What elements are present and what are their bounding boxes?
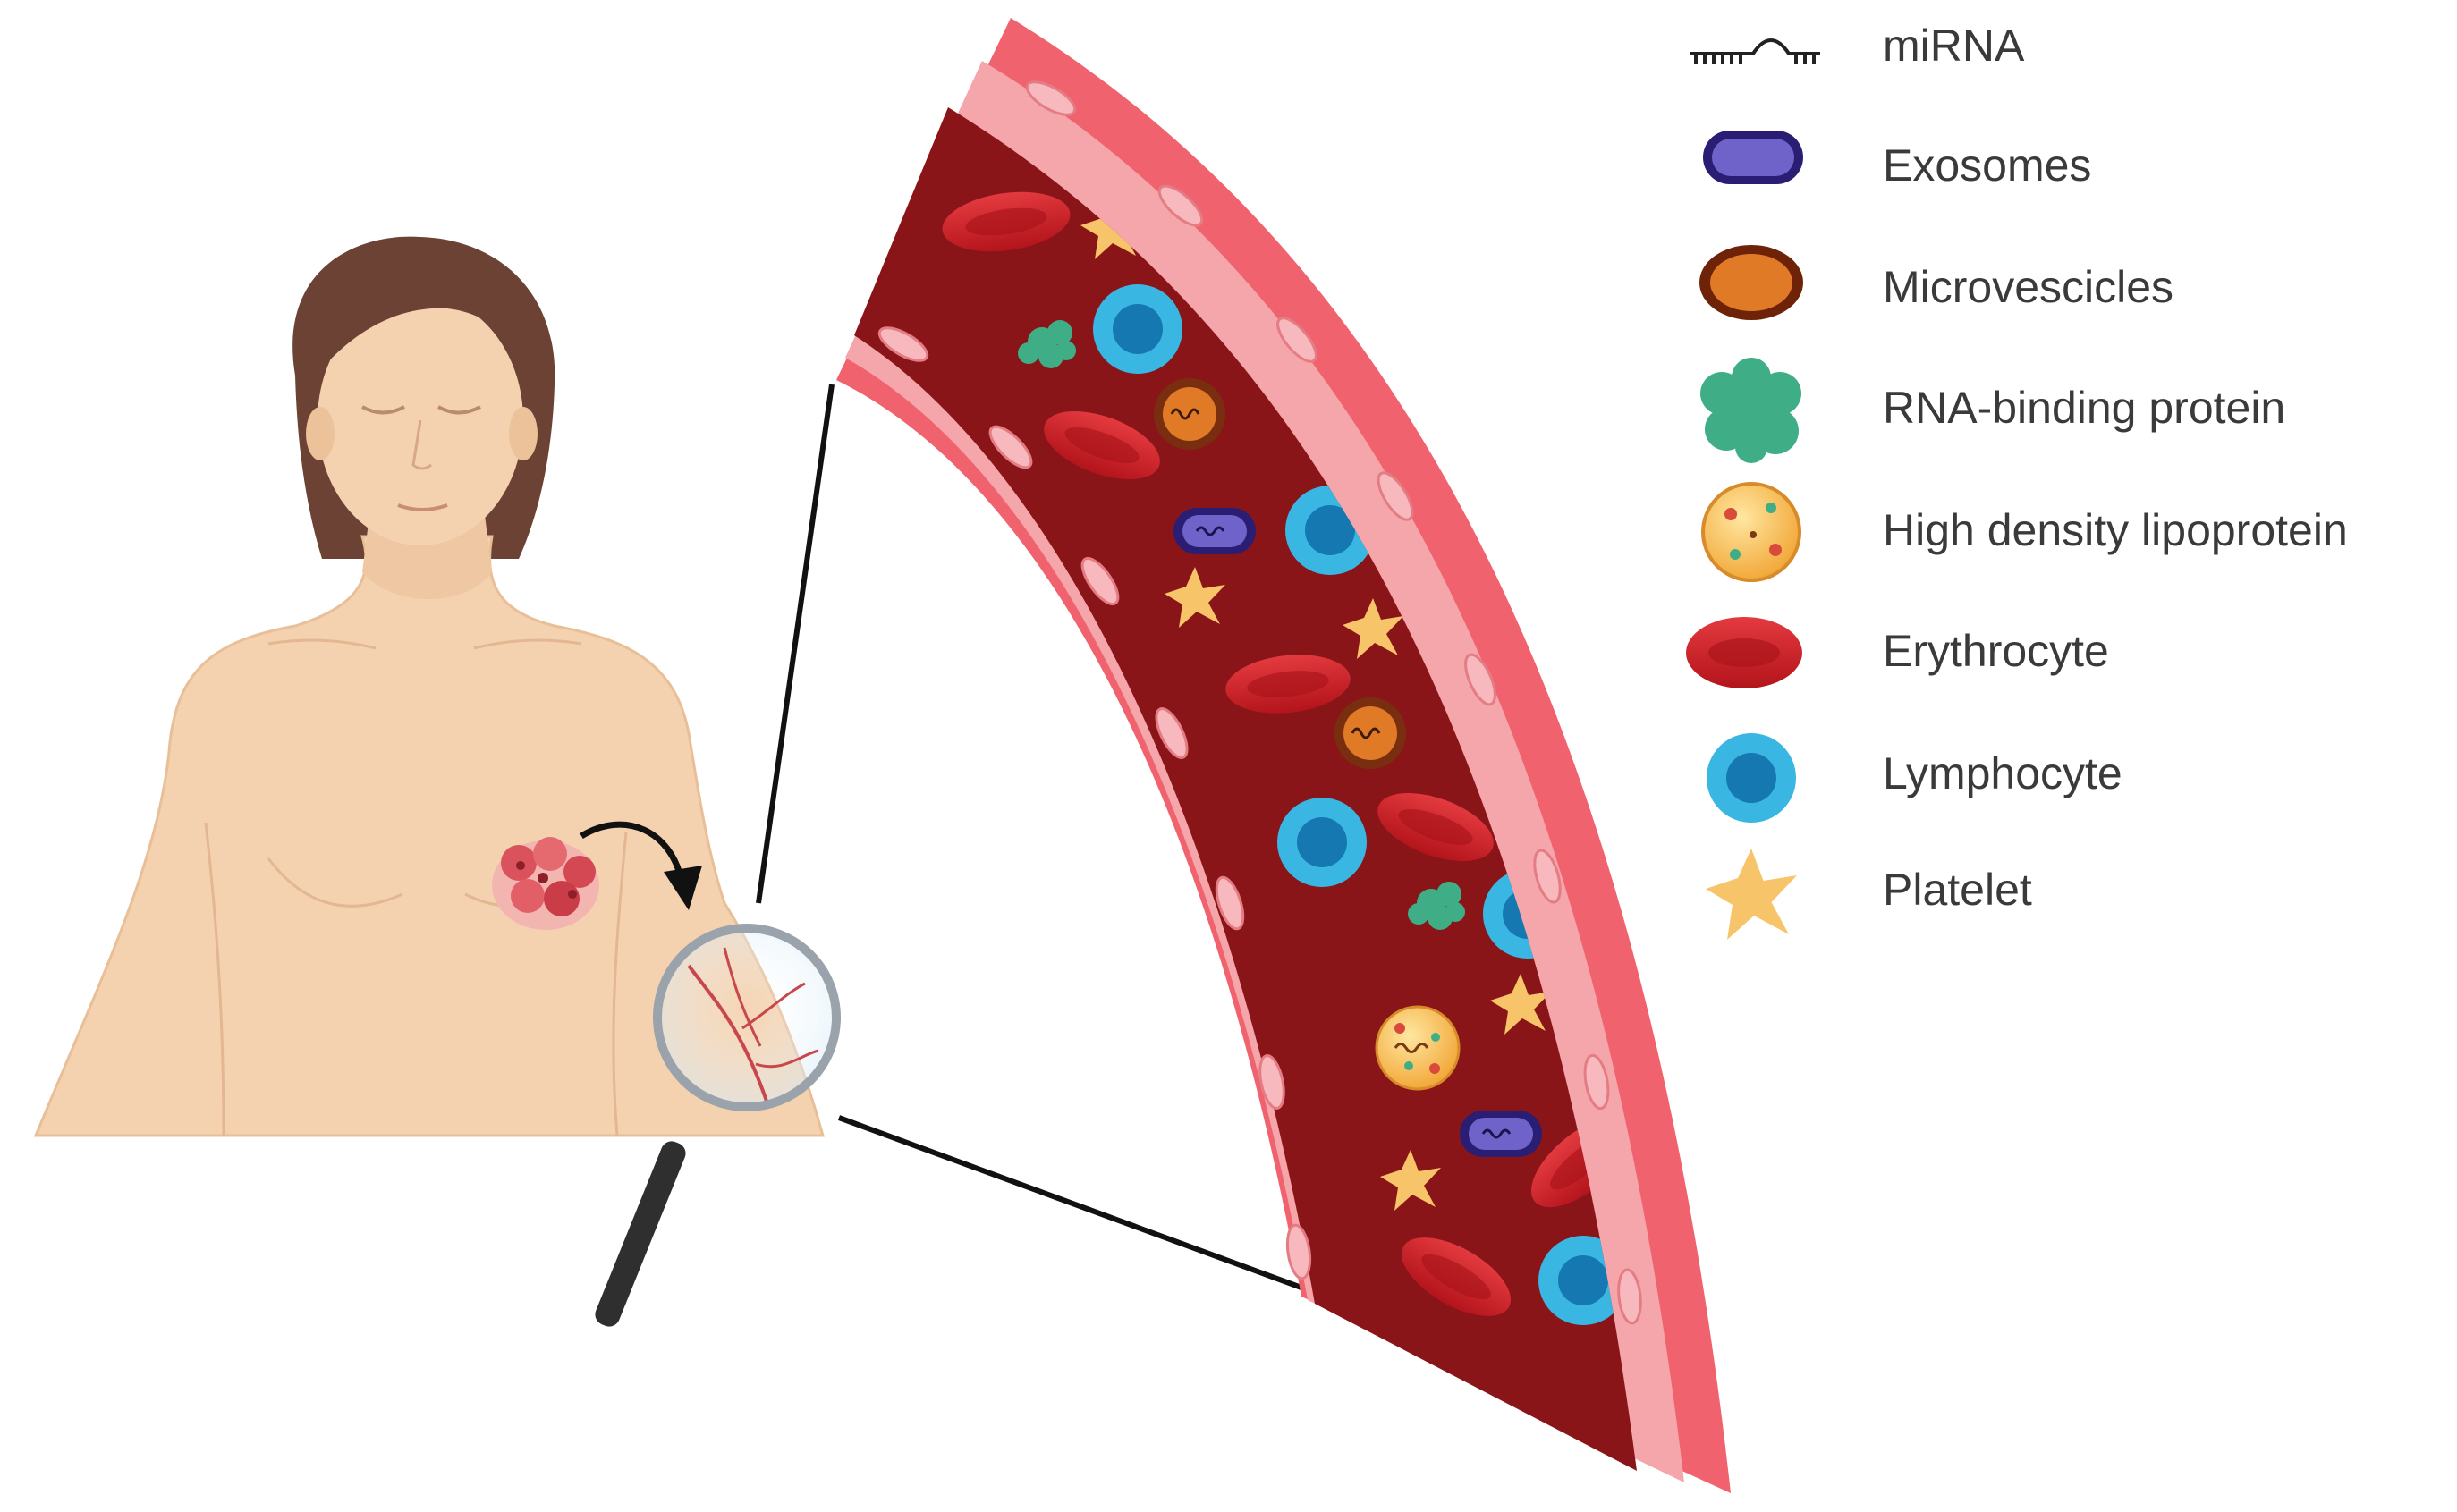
endothelial-cells — [877, 80, 1642, 1325]
microvesicle — [1154, 378, 1225, 450]
platelet — [1490, 974, 1551, 1035]
vessel-lumen — [854, 107, 1637, 1471]
zoom-line-bottom — [837, 1115, 1303, 1290]
rna-binding-protein — [1408, 882, 1465, 930]
legend: miRNA Exosomes Microvescicles RNA-bindin… — [1686, 21, 2348, 940]
exosome — [1460, 1111, 1542, 1157]
lymphocyte-icon — [1707, 733, 1796, 823]
mirna-icon — [1690, 38, 1820, 64]
legend-label-mirna: miRNA — [1883, 21, 2025, 71]
arrow-icon — [580, 821, 702, 910]
platelet — [1380, 1150, 1441, 1211]
hdl-icon — [1701, 482, 1801, 582]
eye-right — [437, 405, 481, 415]
microvesicle-icon — [1699, 245, 1803, 320]
arm-left-line — [204, 822, 225, 1136]
legend-label-rna-binding-protein: RNA-binding protein — [1883, 383, 2285, 433]
erythrocyte-icon — [1686, 617, 1802, 688]
rna-binding-protein-icon — [1700, 358, 1801, 463]
microvesicles — [1154, 378, 1406, 769]
mouth — [397, 503, 448, 511]
ear-right — [509, 407, 538, 460]
ear-left — [306, 407, 335, 460]
erythrocyte — [1401, 1237, 1512, 1316]
legend-label-microvesicles: Microvescicles — [1883, 262, 2173, 312]
breast-left — [267, 857, 403, 908]
microvesicle — [1334, 697, 1406, 769]
rna-binding-proteins — [1018, 320, 1465, 930]
legend-label-lymphocyte: Lymphocyte — [1883, 748, 2122, 798]
rna-binding-protein — [1018, 320, 1076, 368]
platelet — [1080, 199, 1141, 259]
legend-label-erythrocyte: Erythrocyte — [1883, 626, 2109, 676]
magnifying-glass-icon — [595, 924, 841, 1327]
platelets — [1080, 199, 1551, 1211]
exosome — [1173, 508, 1256, 554]
erythrocyte — [1225, 655, 1351, 714]
arm-right-line — [612, 831, 628, 1136]
collarbone-right — [473, 638, 582, 650]
eye-left — [361, 405, 405, 415]
zoom-line-top — [756, 384, 835, 904]
legend-label-platelet: Platelet — [1883, 865, 2032, 915]
legend-label-exosomes: Exosomes — [1883, 140, 2091, 190]
legend-label-hdl: High density lipoprotein — [1883, 505, 2348, 555]
exosomes — [1173, 508, 1542, 1157]
blood-vessel — [836, 18, 1731, 1493]
collarbone-left — [267, 638, 377, 650]
platelet — [1165, 567, 1225, 628]
lymphocyte — [1093, 284, 1182, 374]
platelet — [1343, 598, 1403, 659]
woman-figure — [33, 236, 825, 1137]
platelet-icon — [1706, 849, 1797, 940]
erythrocyte — [942, 191, 1071, 252]
lymphocyte — [1277, 798, 1367, 887]
hair-fringe — [309, 258, 542, 393]
erythrocyte — [1044, 410, 1160, 480]
exosome-icon — [1703, 131, 1803, 184]
nose — [411, 419, 432, 470]
hdl-particle — [1375, 1005, 1461, 1091]
tumor-icon — [492, 837, 599, 930]
erythrocyte — [1377, 792, 1494, 862]
